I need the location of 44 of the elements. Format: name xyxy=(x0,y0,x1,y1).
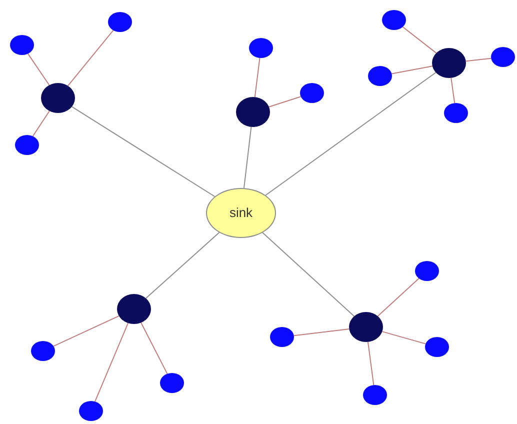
cluster-head-node xyxy=(349,312,383,342)
connector-line xyxy=(377,278,420,317)
connector-line xyxy=(140,322,168,374)
sensor-node xyxy=(363,385,387,405)
connector-line xyxy=(53,315,120,347)
sensor-node xyxy=(415,261,439,281)
sensor-node xyxy=(31,341,55,361)
connector-line xyxy=(382,331,426,344)
connector-line xyxy=(71,106,216,197)
connector-line xyxy=(391,66,433,74)
connector-line xyxy=(67,30,114,86)
sensor-node xyxy=(491,47,515,67)
sensor-node xyxy=(444,103,468,123)
connector-line xyxy=(450,77,456,104)
connector-line xyxy=(367,341,374,386)
sensor-node xyxy=(368,66,392,86)
sensor-node xyxy=(382,10,406,30)
connector-line xyxy=(145,232,220,299)
cluster-head-node xyxy=(117,294,151,324)
connector-line xyxy=(32,110,50,137)
sensor-node xyxy=(249,38,273,58)
sensor-node xyxy=(15,135,39,155)
connector-line xyxy=(243,126,252,189)
sensor-node xyxy=(300,83,324,103)
connector-line xyxy=(402,26,437,54)
connector-line xyxy=(27,53,50,86)
sensor-node xyxy=(270,327,294,347)
connector-line xyxy=(94,322,129,402)
cluster-head-node xyxy=(432,48,466,78)
connector-line xyxy=(254,57,260,98)
cluster-head-node xyxy=(41,83,75,113)
sensor-node xyxy=(160,373,184,393)
connector-line xyxy=(465,58,492,62)
sensor-node xyxy=(425,337,449,357)
connector-line xyxy=(265,72,436,196)
connector-line xyxy=(262,232,355,317)
connector-line xyxy=(293,328,350,336)
sensor-node xyxy=(10,35,34,55)
sensor-node xyxy=(108,12,132,32)
sink-node xyxy=(206,188,276,238)
sensor-node xyxy=(79,401,103,421)
node-label: sink xyxy=(229,204,253,222)
cluster-head-node xyxy=(236,97,270,127)
connector-line xyxy=(268,96,302,108)
